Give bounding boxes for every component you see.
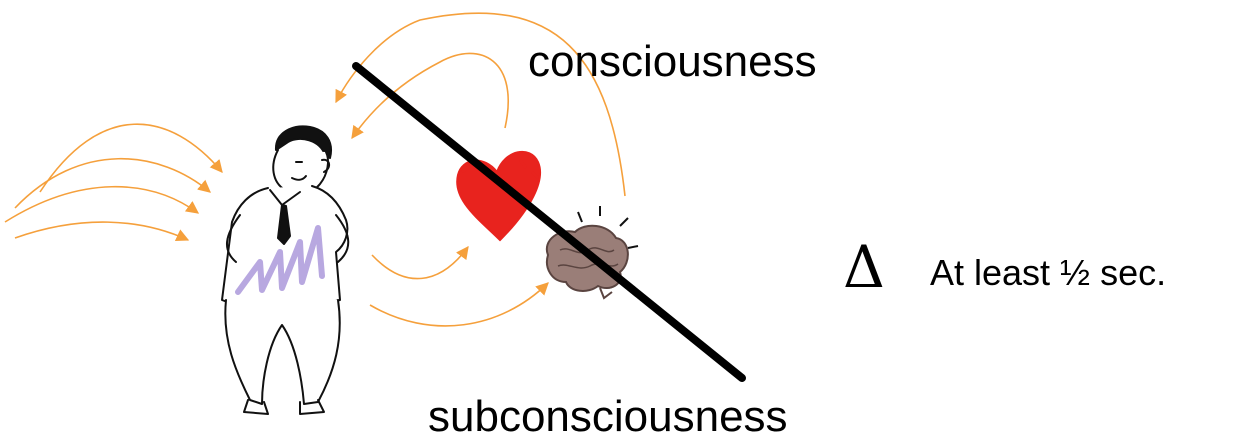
person-tie [277, 204, 291, 245]
person-right-arm [335, 214, 350, 263]
feedback-arrow-outer [335, 12, 626, 197]
person-ear [321, 158, 330, 173]
person-figure [221, 125, 350, 415]
arrow-to-brain [369, 282, 549, 327]
person-right-shoe [299, 399, 325, 415]
person-hair [274, 125, 332, 159]
person-left-shoe [243, 399, 269, 415]
incoming-arrow-4 [14, 221, 190, 242]
brain-icon [545, 206, 639, 300]
subconsciousness-label: subconsciousness [428, 392, 788, 441]
outgoing-arrows [369, 245, 549, 327]
consciousness-label: consciousness [528, 37, 817, 86]
incoming-arrows [4, 123, 223, 242]
heart-icon [456, 150, 541, 242]
feedback-arrow-inner [351, 52, 510, 140]
person-pants [224, 299, 341, 405]
incoming-arrow-2 [14, 157, 211, 209]
shirt-scribble [235, 225, 325, 295]
person-left-arm [226, 214, 241, 263]
person-mouth [291, 175, 307, 181]
arrow-to-heart [371, 245, 469, 280]
delay-duration-label: At least ½ sec. [930, 252, 1167, 293]
delta-symbol: Δ [843, 233, 885, 301]
divider-line [352, 62, 746, 382]
incoming-arrow-1 [39, 123, 223, 193]
incoming-arrow-3 [4, 185, 200, 223]
feedback-arrows [335, 12, 626, 197]
